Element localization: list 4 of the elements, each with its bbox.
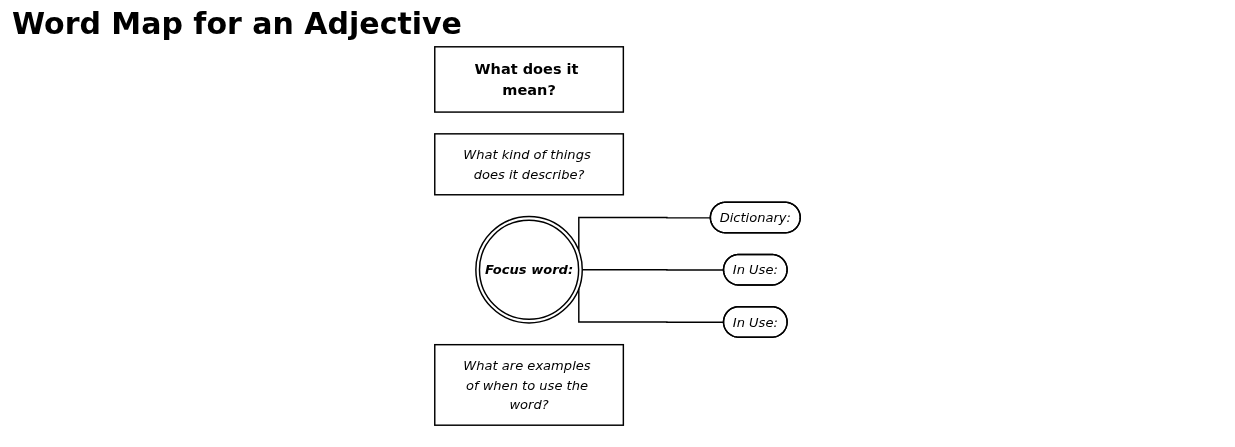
title: Word Map for an Adjective [12, 6, 463, 41]
node-box: What does it mean? [434, 46, 625, 113]
node-box: What are examples of when to use the word? [434, 343, 625, 426]
node-box: What kind of things does it describe? [434, 133, 625, 196]
